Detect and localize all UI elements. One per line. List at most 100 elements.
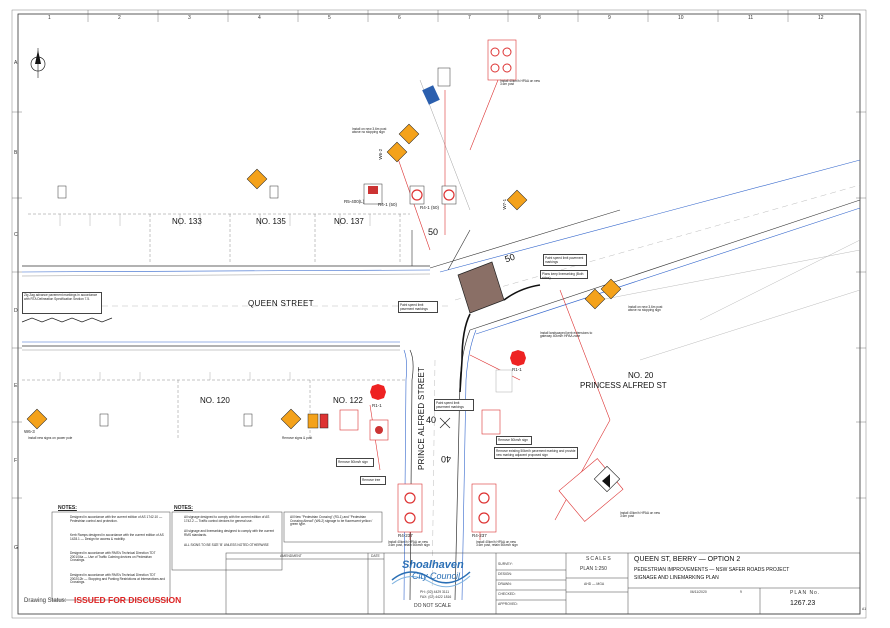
notes-box-3: [283, 511, 383, 543]
callout-new-3m-post-right: Install on new 3.6m post above no stoppi…: [628, 305, 663, 313]
code-r4-237-a: R4-237: [398, 533, 413, 538]
lot-no-137: NO. 137: [334, 217, 364, 226]
grid-row-e: E: [14, 383, 18, 389]
callout-remove-50b: Remove 50km/h sign: [336, 458, 374, 467]
grid-row-c: C: [14, 232, 18, 238]
grid-col-1: 1: [48, 15, 51, 21]
callout-install-bottom-1: Install 40km/h HPAA on new 3.6m post, re…: [388, 540, 430, 548]
notes-2-item: ALL SIGNS TO BE SIZE 'B' UNLESS NOTED OT…: [184, 543, 269, 547]
warning-sign-2: [246, 168, 268, 190]
notes-1-item: Designed in accordance with RMS's Techni…: [70, 573, 165, 585]
code-w6-3: W6-3: [24, 429, 35, 434]
warning-sign-right: [584, 278, 622, 310]
lot-no-135: NO. 135: [256, 217, 286, 226]
lot-no-20: NO. 20: [628, 371, 654, 380]
speed-mark-50-north: 50: [428, 227, 439, 237]
tb-sheet-no: 9: [740, 590, 742, 594]
lot-no-120: NO. 120: [200, 396, 230, 405]
callout-remove-existing: Remove existing 50km/h pavement marking …: [494, 447, 578, 459]
notes-2-title: NOTES:: [174, 505, 193, 511]
kerb-extension: [457, 261, 505, 314]
callout-remove-tree: Remove tree: [360, 476, 386, 485]
tb-plan-no: 1267.23: [790, 600, 816, 607]
grid-col-11: 11: [748, 15, 754, 21]
light-poles: [57, 185, 279, 427]
sign-group-top: [487, 39, 517, 81]
tb-survey: SURVEY:: [498, 562, 513, 566]
sign-group-right: [558, 458, 624, 522]
tb-checked: CHECKED:: [498, 592, 516, 596]
sign-group-small: [481, 369, 513, 435]
notes-box-1: [51, 511, 171, 601]
sign-group-bottom-2: [471, 483, 497, 533]
grid-col-5: 5: [328, 15, 331, 21]
drawing-status-label: Drawing Status:: [24, 598, 67, 604]
council-name-1: Shoalhaven: [402, 559, 464, 571]
grid-col-3: 3: [188, 15, 191, 21]
tb-date: DATE: [371, 554, 380, 558]
speed-mark-40-south-b: 40: [441, 454, 452, 464]
callout-paint-speed-1: Paint speed limit pavement markings: [543, 254, 587, 266]
grid-col-12: 12: [818, 15, 824, 21]
notes-2-item: All signage and linemarking designed to …: [184, 529, 275, 537]
grid-row-a: A: [14, 60, 18, 66]
drawing-status-value: ISSUED FOR DISCUSSION: [74, 595, 182, 605]
code-w6-2: W6-2: [378, 148, 384, 160]
tb-phone: PH: (02) 4429 3111: [420, 590, 450, 594]
tb-do-not-scale: DO NOT SCALE: [414, 603, 452, 609]
callout-paint-speed-3: Paint speed limit pavement markings: [434, 399, 474, 411]
grid-col-8: 8: [538, 15, 541, 21]
tb-datum: AHD — MGA: [584, 582, 605, 586]
lot-no-122: NO. 122: [333, 396, 363, 405]
tb-fax: FAX: (02) 4422 1816: [420, 595, 452, 599]
code-r1-1-a: R1-1: [372, 403, 382, 408]
callout-remove-50: Remove 50km/h sign: [496, 436, 532, 445]
sign-r5-400: [363, 183, 383, 205]
council-name-2: City Council: [412, 571, 461, 581]
property-boundaries: [22, 213, 410, 440]
tb-design: DESIGN:: [498, 572, 512, 576]
grid-row-f: F: [14, 458, 18, 464]
prince-alfred-street-label: PRINCE ALFRED STREET: [417, 366, 426, 470]
tb-revision: A1: [862, 607, 867, 611]
code-r4-237-b: R4-237: [472, 533, 487, 538]
warning-sign-3: [506, 189, 528, 211]
stop-sign-1: [370, 384, 386, 400]
speed-sign-r4-1: [409, 185, 457, 205]
tb-approved: APPROVED:: [498, 602, 518, 606]
grid-col-6: 6: [398, 15, 401, 21]
queen-street-label: QUEEN STREET: [248, 299, 314, 308]
grid-row-g: G: [14, 545, 18, 551]
princess-alfred-label: PRINCESS ALFRED ST: [580, 381, 667, 390]
tb-scales: SCALES: [586, 556, 612, 562]
code-w7-1: W7-1: [502, 198, 508, 210]
code-r4-1-a: R4-1 (50): [378, 202, 398, 207]
grid-row-b: B: [14, 150, 18, 156]
tb-drawn: DRAWN:: [498, 582, 512, 586]
code-r1-1-b: R1-1: [512, 367, 522, 372]
callout-zigzag: Zig Zag advance pavement markings in acc…: [22, 292, 102, 314]
callout-remove-signs: Remove signs & post: [282, 436, 313, 440]
sign-group-left-mid: [339, 409, 389, 441]
sign-blue: [422, 67, 451, 105]
princess-alfred-street-road: [419, 79, 861, 361]
callout-landscaped: Install landscaped kerb extensions to ga…: [540, 331, 593, 339]
speed-mark-40-south: 40: [426, 415, 437, 425]
grid-row-d: D: [14, 308, 18, 314]
tb-date-value: 06/11/2020: [690, 590, 707, 594]
title-block: [225, 552, 861, 615]
callout-plans-keep: Plans keep linemarking (Both sides): [540, 270, 588, 280]
warning-sign-mid: [280, 408, 329, 430]
tb-plan-no-label: PLAN No.: [790, 590, 821, 596]
callout-paint-speed-2: Paint speed limit pavement markings: [398, 301, 438, 313]
notes-1-item: Kerb Ramps designed in accordance with t…: [70, 533, 164, 541]
grid-col-9: 9: [608, 15, 611, 21]
tb-amendment: AMENDMENT: [280, 554, 302, 558]
callout-new-3m-post: Install on new 3.6m post above no stoppi…: [352, 127, 387, 135]
callout-install-right: Install 40km/h HPAA on new 3.6m post: [620, 511, 660, 519]
callout-install-bottom-2: Install 40km/h HPAA on new 3.6m post, re…: [476, 540, 518, 548]
grid-col-10: 10: [678, 15, 684, 21]
council-logo: [391, 571, 471, 588]
warning-sign-1: [386, 123, 420, 163]
north-arrow-icon: [30, 48, 46, 78]
